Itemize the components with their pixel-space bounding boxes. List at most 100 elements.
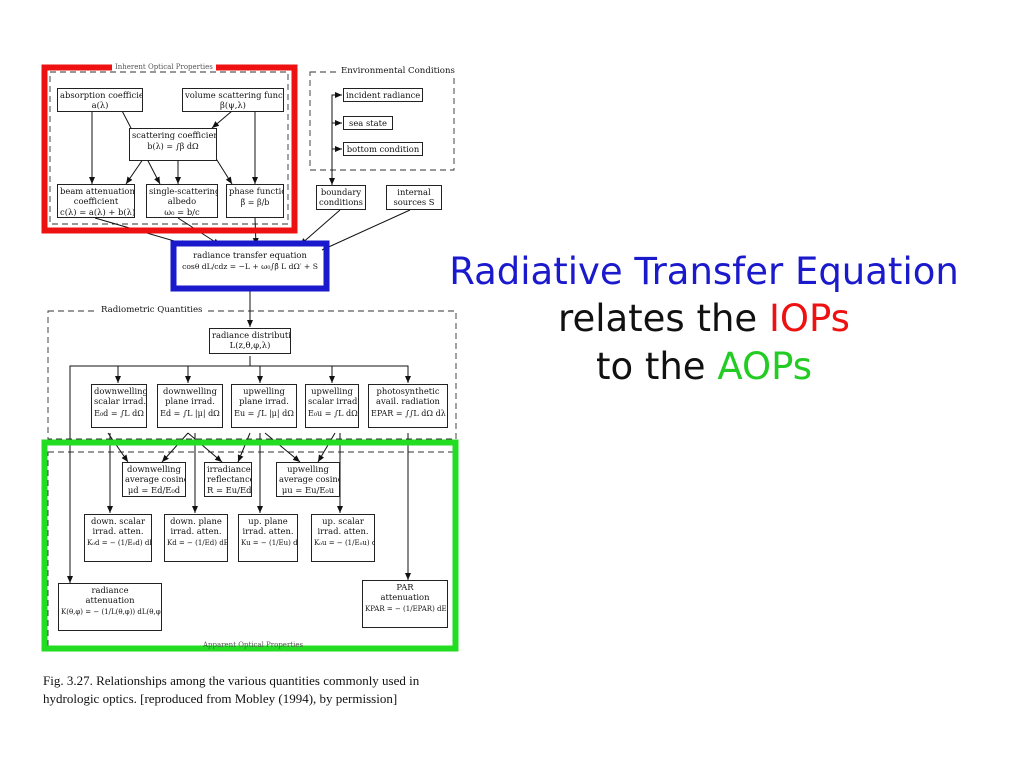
box-formula: K₀d = − (1/E₀d) dE₀d/dz: [87, 538, 151, 547]
box-label: single-scattering: [149, 186, 218, 196]
box-formula: μd = Ed/E₀d: [127, 484, 181, 495]
box-label: average cosine: [125, 474, 186, 485]
section-title-apparent: Apparent Optical Properties: [203, 641, 304, 649]
box-label: internal: [397, 187, 431, 197]
box-label: radiance distribution: [212, 330, 291, 340]
box-label: irrad. atten.: [317, 526, 369, 537]
headline-text: to the: [595, 344, 718, 388]
box-single-scattering-albedo: single-scattering albedo ω₀ = b/c: [146, 184, 218, 218]
box-downwelling-average-cosine: downwelling average cosine μd = Ed/E₀d: [122, 462, 186, 497]
box-formula: E₀u = ∫L dΩ: [308, 408, 358, 418]
box-label: conditions: [319, 197, 363, 208]
box-label: radiance: [91, 585, 129, 595]
box-internal-sources: internal sources S: [386, 185, 442, 210]
box-label: β(ψ,λ): [220, 100, 246, 111]
box-label: downwelling: [127, 464, 181, 474]
box-down-plane-irradiance-attenuation: down. plane irrad. atten. Kd = − (1/Ed) …: [164, 514, 228, 562]
box-label: irrad. atten.: [92, 526, 144, 537]
connector-lines: [67, 92, 411, 583]
frame-radiometric: [47, 310, 457, 440]
box-label: avail. radiation: [376, 396, 440, 407]
box-irradiance-reflectance: irradiance reflectance R = Eu/Ed: [204, 462, 252, 497]
headline-text: relates the: [558, 297, 769, 341]
box-label: plane irrad.: [165, 396, 215, 407]
box-label: coefficient: [73, 196, 119, 207]
box-formula: EPAR = ∫∫L dΩ dλ: [371, 408, 446, 418]
figure-number: Fig. 3.27.: [43, 673, 93, 688]
box-label: absorption coefficient: [60, 90, 142, 100]
box-formula: K₀u = − (1/E₀u) dE₀u/dz: [314, 538, 374, 547]
box-formula: Eu = ∫L |μ| dΩ: [234, 408, 294, 418]
box-label: scalar irrad.: [94, 396, 147, 407]
headline-line-2: relates the IOPs: [390, 295, 1018, 342]
headline-title: Radiative Transfer Equation: [449, 250, 959, 293]
box-label: volume scattering function: [185, 90, 283, 100]
box-label: upwelling: [287, 464, 329, 474]
box-label: scalar irrad.: [308, 396, 359, 407]
box-label: down. scalar: [91, 516, 145, 526]
box-formula: cosθ dL/cdz = −L + ω₀∫β̃ L dΩ′ + S: [182, 262, 318, 272]
box-boundary-conditions: boundary conditions: [316, 185, 366, 210]
box-label: irrad. atten.: [170, 526, 222, 537]
box-upwelling-plane-irradiance: upwelling plane irrad. Eu = ∫L |μ| dΩ: [231, 384, 297, 428]
box-formula: K(θ,φ) = − (1/L(θ,φ)) dL(θ,φ)/dz: [61, 607, 161, 616]
box-label: sea state: [349, 118, 387, 128]
box-downwelling-scalar-irradiance: downwelling scalar irrad. E₀d = ∫L dΩ: [91, 384, 147, 428]
box-up-plane-irradiance-attenuation: up. plane irrad. atten. Ku = − (1/Eu) dE…: [238, 514, 298, 562]
box-label: downwelling: [94, 386, 147, 396]
box-label: a(λ): [91, 100, 109, 111]
box-down-scalar-irradiance-attenuation: down. scalar irrad. atten. K₀d = − (1/E₀…: [84, 514, 152, 562]
box-label: attenuation: [380, 592, 430, 603]
box-label: downwelling: [163, 386, 217, 396]
box-label: PAR: [396, 582, 414, 592]
box-label: albedo: [167, 196, 197, 207]
box-formula: KPAR = − (1/EPAR) dEPAR/dz: [365, 604, 447, 613]
box-formula: ω₀ = b/c: [164, 206, 200, 217]
box-label: scattering coefficient: [132, 130, 217, 140]
box-formula: Kd = − (1/Ed) dEd/dz: [167, 538, 227, 547]
box-label: upwelling: [243, 386, 285, 396]
headline-iops: IOPs: [768, 297, 850, 341]
box-downwelling-plane-irradiance: downwelling plane irrad. Ed = ∫L |μ| dΩ: [157, 384, 223, 428]
box-scattering-coefficient: scattering coefficient b(λ) = ∫β dΩ: [129, 128, 217, 161]
box-formula: Ku = − (1/Eu) dEu/dz: [241, 538, 298, 547]
box-label: up. plane: [248, 516, 288, 526]
box-label: bottom condition: [346, 144, 420, 154]
section-title-inherent: Inherent Optical Properties: [112, 63, 216, 71]
box-label: phase function: [229, 186, 283, 196]
box-radiance-distribution: radiance distribution L(z,θ,φ,λ): [209, 328, 291, 354]
box-beam-attenuation: beam attenuation coefficient c(λ) = a(λ)…: [57, 184, 135, 218]
box-radiance-attenuation: radiance attenuation K(θ,φ) = − (1/L(θ,φ…: [58, 583, 162, 631]
box-label: reflectance: [207, 474, 252, 485]
box-label: up. scalar: [322, 516, 364, 526]
box-upwelling-scalar-irradiance: upwelling scalar irrad. E₀u = ∫L dΩ: [305, 384, 359, 428]
box-label: attenuation: [85, 595, 135, 606]
box-sea-state: sea state: [343, 116, 393, 130]
box-label: photosynthetic: [376, 386, 440, 396]
box-label: irradiance: [207, 464, 251, 474]
box-label: L(z,θ,φ,λ): [229, 340, 271, 351]
headline-line-3: to the AOPs: [390, 343, 1018, 390]
box-radiance-transfer-equation: radiance transfer equation cosθ dL/cdz =…: [179, 249, 321, 284]
figure-caption: Fig. 3.27. Relationships among the vario…: [43, 672, 473, 708]
box-label: sources S: [393, 197, 435, 208]
box-incident-radiance: incident radiance: [343, 88, 423, 102]
box-par-attenuation: PAR attenuation KPAR = − (1/EPAR) dEPAR/…: [362, 580, 448, 628]
figure-caption-text: Relationships among the various quantiti…: [43, 673, 420, 707]
box-formula: β̃ = β/b: [240, 198, 270, 208]
box-photosynthetic-radiation: photosynthetic avail. radiation EPAR = ∫…: [368, 384, 448, 428]
box-formula: c(λ) = a(λ) + b(λ): [60, 206, 135, 217]
frame-inherent: [49, 71, 289, 225]
box-label: beam attenuation: [60, 186, 135, 196]
box-label: plane irrad.: [239, 396, 289, 407]
box-bottom-condition: bottom condition: [343, 142, 423, 156]
box-formula: Ed = ∫L |μ| dΩ: [160, 408, 220, 418]
box-absorption-coefficient: absorption coefficient a(λ): [57, 88, 143, 112]
headline-aops: AOPs: [717, 344, 813, 388]
box-formula: R = Eu/Ed: [207, 484, 252, 495]
section-title-environmental: Environmental Conditions: [338, 66, 458, 76]
box-label: down. plane: [170, 516, 222, 526]
box-label: incident radiance: [346, 90, 421, 100]
rte-highlight-frame: [170, 240, 330, 292]
